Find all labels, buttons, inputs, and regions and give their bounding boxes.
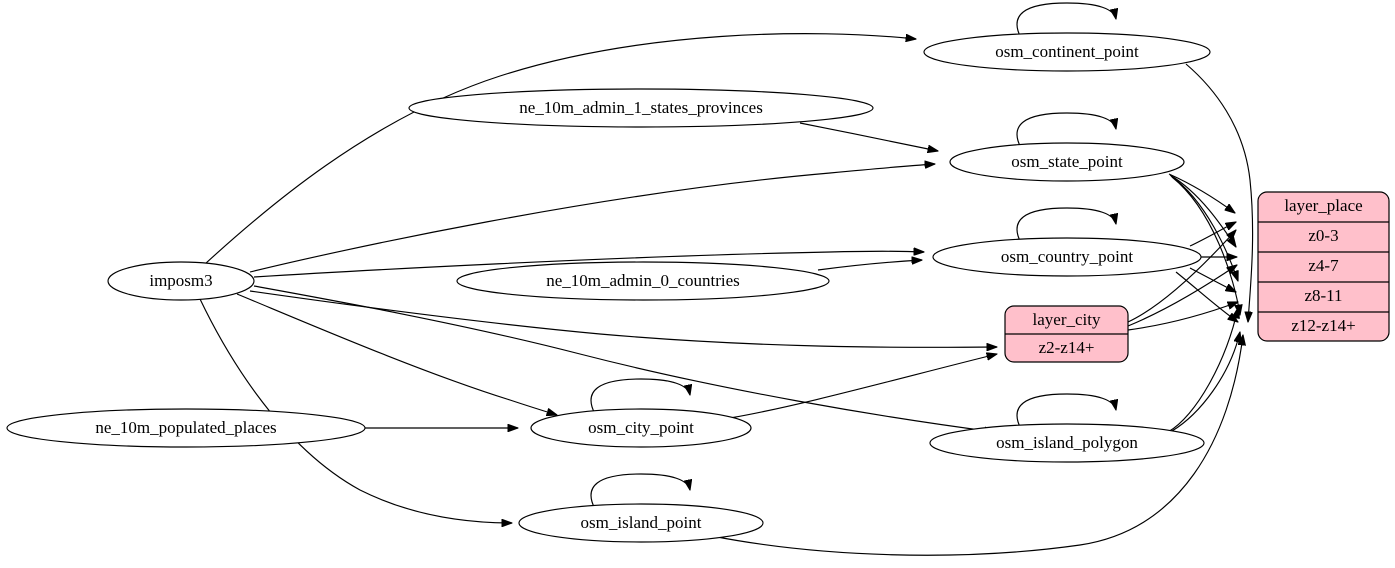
node-osm-city-point[interactable]: osm_city_point: [530, 408, 752, 448]
edge-imposm3-to-osm-country-point: [253, 251, 924, 278]
node-label-ne-populated: ne_10m_populated_places: [95, 418, 276, 437]
edge-layer-city-to-layer-place-z0-3: [1127, 230, 1236, 323]
edge-osm-country-point-to-layer-place-z0-3: [1189, 222, 1236, 247]
node-label-osm-country-point: osm_country_point: [1001, 247, 1133, 266]
selfloop-osm-island-point: [590, 473, 690, 510]
node-ne-10m-populated-places[interactable]: ne_10m_populated_places: [6, 408, 366, 448]
node-imposm3[interactable]: imposm3: [107, 261, 255, 301]
node-label-osm-island-point: osm_island_point: [581, 513, 702, 532]
edge-osm-country-point-to-layer-place-z8-11: [1189, 267, 1236, 292]
layer-place-row-z4-7[interactable]: z4-7: [1308, 256, 1339, 275]
edge-osm-state-point-to-layer-place-z12: [1171, 176, 1240, 315]
selfloop-osm-country-point: [1016, 207, 1116, 244]
selfloop-osm-continent-point: [1016, 2, 1116, 39]
edge-imposm3-to-layer-city: [249, 290, 997, 347]
edge-imposm3-to-osm-state-point: [249, 164, 935, 273]
layer-place-row-z12-z14[interactable]: z12-z14+: [1291, 316, 1355, 335]
node-label-imposm3: imposm3: [149, 271, 212, 290]
edge-ne-countries-to-osm-country-point: [817, 260, 922, 271]
edge-layer-city-to-layer-place-z4-7: [1127, 265, 1237, 327]
edge-imposm3-to-osm-island-polygon: [253, 285, 995, 432]
edge-layer-city-to-layer-place-z8-11: [1127, 302, 1238, 331]
layer-place-row-z0-3[interactable]: z0-3: [1308, 226, 1338, 245]
edge-imposm3-to-osm-island-point: [199, 298, 512, 523]
edge-imposm3-to-osm-city-point: [236, 293, 557, 415]
edge-osm-city-point-to-layer-city: [729, 354, 997, 419]
node-osm-island-point[interactable]: osm_island_point: [518, 503, 764, 543]
node-label-osm-island-polygon: osm_island_polygon: [996, 433, 1138, 452]
node-label-osm-state-point: osm_state_point: [1011, 152, 1123, 171]
node-osm-state-point[interactable]: osm_state_point: [949, 142, 1185, 182]
node-label-osm-continent-point: osm_continent_point: [995, 42, 1139, 61]
node-osm-continent-point[interactable]: osm_continent_point: [923, 32, 1211, 72]
node-layer-city[interactable]: layer_city z2-z14+: [1004, 305, 1129, 363]
edge-osm-continent-point-to-layer-place-z12: [1185, 63, 1254, 322]
node-ne-10m-admin-1-states-provinces[interactable]: ne_10m_admin_1_states_provinces: [408, 88, 874, 128]
node-ne-10m-admin-0-countries[interactable]: ne_10m_admin_0_countries: [456, 261, 830, 301]
node-layer-place[interactable]: layer_place z0-3 z4-7 z8-11 z12-z14+: [1257, 191, 1390, 342]
edge-osm-island-point-to-layer-place-z12: [711, 335, 1243, 556]
node-osm-island-polygon[interactable]: osm_island_polygon: [929, 423, 1205, 463]
layer-city-title: layer_city: [1033, 310, 1101, 329]
edge-osm-state-point-to-layer-place-z4-7: [1169, 174, 1236, 247]
layer-place-row-z8-11[interactable]: z8-11: [1304, 286, 1342, 305]
layer-place-title: layer_place: [1284, 196, 1362, 215]
layer-city-row-z2-z14[interactable]: z2-z14+: [1039, 338, 1095, 357]
edge-osm-island-polygon-to-layer-place-z12: [1171, 332, 1240, 432]
node-label-ne-states: ne_10m_admin_1_states_provinces: [519, 98, 763, 117]
node-label-ne-countries: ne_10m_admin_0_countries: [546, 271, 740, 290]
selfloop-osm-state-point: [1016, 112, 1116, 149]
edge-ne-states-to-osm-state-point: [799, 122, 938, 151]
node-osm-country-point[interactable]: osm_country_point: [932, 237, 1202, 277]
edge-layer: [199, 2, 1254, 556]
edge-osm-state-point-to-layer-place-z0-3: [1168, 173, 1235, 213]
selfloop-osm-city-point: [590, 378, 690, 415]
edge-osm-island-polygon-to-layer-place-z8-11: [1167, 308, 1238, 433]
node-layer: imposm3 ne_10m_admin_1_states_provinces …: [6, 32, 1390, 543]
edge-imposm3-to-osm-continent-point: [204, 33, 916, 265]
selfloop-osm-island-polygon: [1016, 393, 1116, 430]
node-label-osm-city-point: osm_city_point: [588, 418, 694, 437]
